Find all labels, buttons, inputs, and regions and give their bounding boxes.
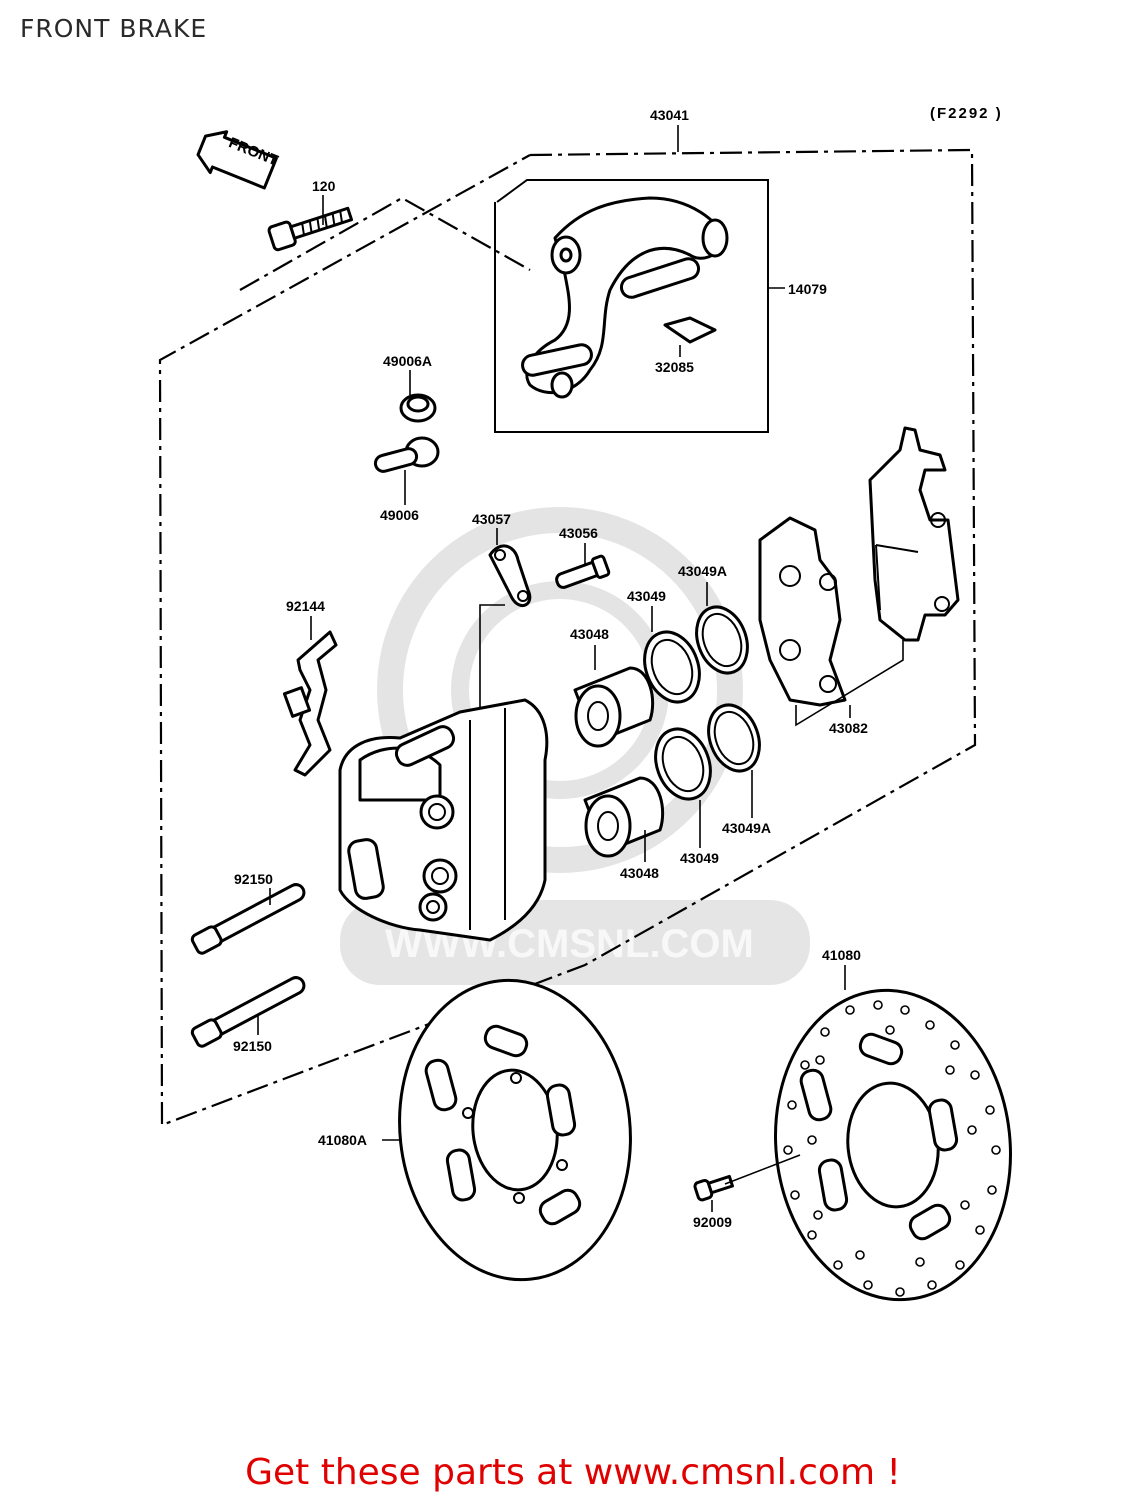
- label-49006a: 49006A: [383, 353, 432, 369]
- label-43049a-top: 43049A: [678, 563, 727, 579]
- page-title: FRONT BRAKE: [20, 14, 208, 43]
- piston-43048-top-icon: [573, 666, 655, 748]
- label-43041: 43041: [650, 107, 689, 123]
- brake-pad-inner-icon: [758, 516, 847, 707]
- washer-43057-icon: [488, 544, 532, 608]
- label-43049-top: 43049: [627, 588, 666, 604]
- label-43049a-bottom: 43049A: [722, 820, 771, 836]
- seal-43049-top-icon: [643, 630, 701, 704]
- diagram-code: (F2292 ): [930, 105, 1003, 122]
- label-49006: 49006: [380, 507, 419, 523]
- label-41080a: 41080A: [318, 1132, 367, 1148]
- label-92009: 92009: [693, 1214, 732, 1230]
- label-120: 120: [312, 178, 336, 194]
- caliper-body-icon: [338, 698, 549, 942]
- brake-pad-outer-icon: [868, 426, 960, 642]
- label-43048-top: 43048: [570, 626, 609, 642]
- seal-43049a-bottom-icon: [707, 703, 761, 773]
- label-92144: 92144: [286, 598, 325, 614]
- seal-43049a-top-icon: [695, 605, 749, 675]
- label-43082: 43082: [829, 720, 868, 736]
- pin-92150-bottom-icon: [190, 976, 306, 1048]
- label-32085: 32085: [655, 359, 694, 375]
- pin-49006-icon: [373, 436, 440, 473]
- bolt-leader: [239, 196, 531, 291]
- label-43057: 43057: [472, 511, 511, 527]
- label-41080: 41080: [822, 947, 861, 963]
- label-92150-bottom: 92150: [233, 1038, 272, 1054]
- assembly-outline: [158, 148, 977, 1127]
- label-43056: 43056: [559, 525, 598, 541]
- seal-43049-bottom-icon: [654, 727, 712, 801]
- brake-disc-41080-icon: [774, 988, 1012, 1302]
- bleeder-cap-49006a-icon: [399, 393, 437, 423]
- front-arrow-icon: [196, 130, 278, 190]
- piston-43048-bottom-icon: [583, 776, 665, 858]
- footer-link[interactable]: Get these parts at www.cmsnl.com !: [245, 1452, 901, 1493]
- label-43049-bottom: 43049: [680, 850, 719, 866]
- bolt-120-icon: [267, 206, 354, 252]
- label-14079: 14079: [788, 281, 827, 297]
- bracket-box: [494, 179, 769, 433]
- screw-92009-icon: [693, 1174, 734, 1202]
- brake-disc-41080a-icon: [398, 978, 632, 1282]
- label-92150-top: 92150: [234, 871, 273, 887]
- caliper-bracket-icon: [521, 196, 729, 399]
- label-43048-bottom: 43048: [620, 865, 659, 881]
- spring-plate-92144-icon: [282, 630, 338, 777]
- bleeder-valve-43056-icon: [555, 554, 611, 589]
- pin-92150-top-icon: [190, 883, 306, 955]
